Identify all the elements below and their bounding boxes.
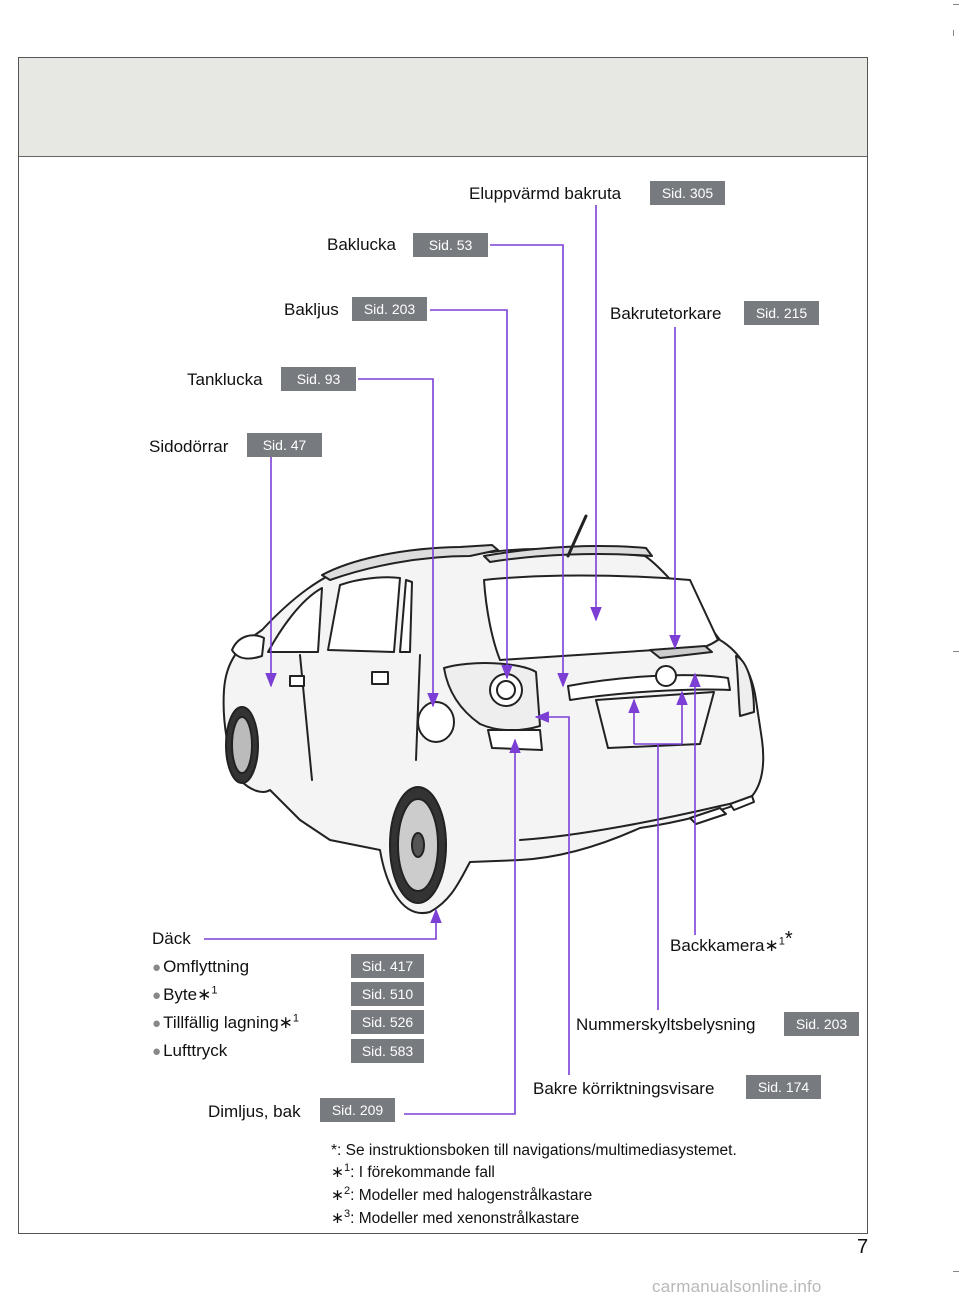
car-illustration xyxy=(222,514,765,915)
crop-mark xyxy=(953,651,959,652)
badge-sidodorrar[interactable]: Sid. 47 xyxy=(247,433,322,457)
quarter-window xyxy=(399,579,413,653)
tire-item-tillfallig: ●Tillfällig lagning∗1 xyxy=(152,1013,299,1034)
bullet-icon: ● xyxy=(152,1015,162,1032)
footnote-ref: 1 xyxy=(211,984,218,997)
leader-bakljus xyxy=(430,309,513,680)
badge-bakrutetorkare[interactable]: Sid. 215 xyxy=(744,301,819,325)
crop-mark xyxy=(953,30,954,36)
footnote-ref: 1 xyxy=(292,1012,300,1025)
bullet-icon: ● xyxy=(152,959,162,976)
footnote-text: : Modeller med halogenstrålkastare xyxy=(350,1187,593,1204)
bullet-icon: ● xyxy=(152,1043,162,1060)
label-nummerskylt: Nummerskyltsbelysning xyxy=(576,1015,756,1034)
footnote-text: : Modeller med xenonstrålkastare xyxy=(350,1210,580,1227)
asterisk-mark: * xyxy=(784,928,793,950)
label-sidodorrar: Sidodörrar xyxy=(149,437,229,456)
tire-item-label: Omflyttning xyxy=(163,957,250,976)
crop-mark xyxy=(953,1271,959,1272)
footnote-mark: ∗ xyxy=(331,1210,344,1227)
badge-nummerskylt[interactable]: Sid. 203 xyxy=(784,1012,859,1036)
footnote-mark: ∗ xyxy=(331,1187,344,1204)
license-plate-recess xyxy=(595,691,715,749)
label-bakre-korr: Bakre körriktningsvisare xyxy=(533,1079,715,1098)
tire-item-label: Byte∗ xyxy=(163,985,212,1004)
bumper-reflector xyxy=(729,795,755,811)
page-number: 7 xyxy=(857,1236,869,1258)
tire-item-byte: ●Byte∗1 xyxy=(152,985,217,1006)
tire-item-label: Lufttryck xyxy=(163,1041,228,1060)
leader-dimljus xyxy=(404,738,521,1115)
side-mirror xyxy=(231,634,265,660)
wiper xyxy=(649,645,713,659)
leader-bakre-korr xyxy=(534,711,570,1075)
tire-item-label: Tillfällig lagning∗ xyxy=(163,1013,293,1032)
footnote-star: *: Se instruktionsboken till navigations… xyxy=(331,1142,737,1159)
label-backkamera-text: Backkamera∗ xyxy=(670,936,779,955)
footnote-number: 1 xyxy=(344,1161,351,1174)
emblem xyxy=(655,665,677,687)
tire-item-lufttryck: ●Lufttryck xyxy=(152,1041,227,1062)
tire-item-omflyttning: ●Omflyttning xyxy=(152,957,249,978)
roof-rail xyxy=(321,544,499,581)
leader-dack xyxy=(204,908,442,940)
footnote-number: 2 xyxy=(344,1184,351,1197)
badge-tanklucka[interactable]: Sid. 93 xyxy=(281,367,356,391)
badge-lufttryck[interactable]: Sid. 583 xyxy=(351,1039,424,1063)
watermark: carmanualsonline.info xyxy=(652,1277,822,1296)
fuel-lid xyxy=(417,701,455,743)
door-handle xyxy=(371,671,389,685)
label-dack: Däck xyxy=(152,929,191,948)
rear-side-window xyxy=(327,576,401,653)
badge-bakre-korr[interactable]: Sid. 174 xyxy=(746,1075,821,1099)
footnote-text: : I förekommande fall xyxy=(350,1164,495,1181)
badge-bakljus[interactable]: Sid. 203 xyxy=(352,297,427,321)
badge-byte[interactable]: Sid. 510 xyxy=(351,982,424,1006)
bullet-icon: ● xyxy=(152,987,162,1004)
header-band xyxy=(19,58,867,157)
label-backkamera: Backkamera∗1* xyxy=(670,929,793,956)
leader-lines xyxy=(204,205,701,1115)
footnote-number: 3 xyxy=(344,1207,351,1220)
footnote-2: ∗2: Modeller med halogenstrålkastare xyxy=(331,1184,593,1205)
footnote-mark: ∗ xyxy=(331,1164,344,1181)
label-eluppvarmd: Eluppvärmd bakruta xyxy=(469,184,622,203)
label-tanklucka: Tanklucka xyxy=(187,370,263,389)
label-dimljus: Dimljus, bak xyxy=(208,1102,301,1121)
footnote-ref: 1 xyxy=(778,935,785,948)
label-baklucka: Baklucka xyxy=(327,235,396,254)
label-bakrutetorkare: Bakrutetorkare xyxy=(610,304,722,323)
badge-baklucka[interactable]: Sid. 53 xyxy=(413,233,488,257)
leader-tanklucka xyxy=(358,378,439,708)
badge-dimljus[interactable]: Sid. 209 xyxy=(320,1098,395,1122)
label-bakljus: Bakljus xyxy=(284,300,339,319)
footnote-3: ∗3: Modeller med xenonstrålkastare xyxy=(331,1207,580,1228)
door-handle xyxy=(289,675,305,687)
door-line xyxy=(415,654,421,761)
badge-tillfallig[interactable]: Sid. 526 xyxy=(351,1010,424,1034)
leader-baklucka xyxy=(490,244,569,688)
bumper-reflector xyxy=(689,807,727,825)
rear-bumper xyxy=(519,799,749,841)
right-tail-light xyxy=(735,655,755,717)
crop-mark xyxy=(953,4,959,5)
badge-omflyttning[interactable]: Sid. 417 xyxy=(351,954,424,978)
footnote-1: ∗1: I förekommande fall xyxy=(331,1161,495,1182)
front-side-window xyxy=(267,587,323,653)
page-frame xyxy=(18,57,868,1234)
antenna xyxy=(566,514,588,558)
badge-eluppvarmd[interactable]: Sid. 305 xyxy=(650,181,725,205)
